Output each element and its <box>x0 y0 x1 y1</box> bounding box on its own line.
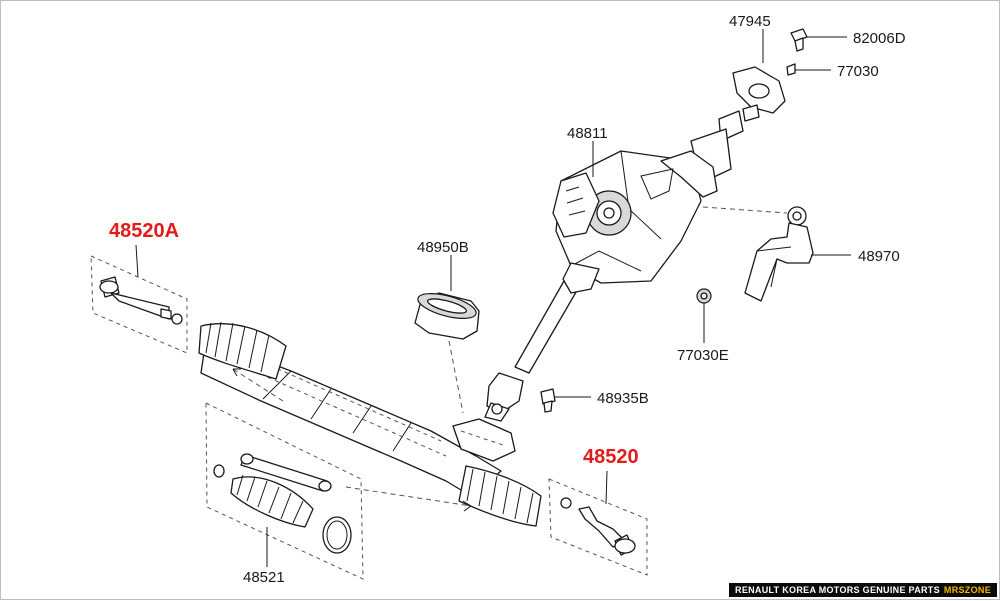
bracket-guide-line <box>702 206 788 214</box>
grommet-48950B[interactable] <box>414 289 480 340</box>
boot-clamp[interactable] <box>322 516 352 554</box>
label-48811[interactable]: 48811 <box>567 125 608 142</box>
inner-tie-rod-48521[interactable] <box>240 453 332 492</box>
boot-guide-upper <box>232 368 284 402</box>
intermediate-shaft[interactable] <box>484 280 580 422</box>
tie-rod-end-48520A[interactable] <box>99 276 183 325</box>
label-48520[interactable]: 48520 <box>583 446 639 468</box>
grommet-guide-line <box>448 340 464 414</box>
pin-77030[interactable] <box>786 63 796 76</box>
label-48521[interactable]: 48521 <box>243 569 285 586</box>
small-clamp[interactable] <box>213 464 225 478</box>
boot-kit-group <box>205 402 364 580</box>
boot-guide-lower <box>345 486 472 507</box>
label-48950B[interactable]: 48950B <box>417 239 469 256</box>
mount-plate-47945[interactable] <box>732 66 786 122</box>
grommet-seat <box>452 418 516 462</box>
bracket-48970[interactable] <box>744 206 814 302</box>
label-48935B[interactable]: 48935B <box>597 390 649 407</box>
label-82006D[interactable]: 82006D <box>853 30 906 47</box>
left-rack-boot[interactable] <box>198 321 287 380</box>
leader-48520 <box>605 470 608 505</box>
arrow-head-upper <box>232 368 241 377</box>
bolt-48935B[interactable] <box>540 388 556 413</box>
tie-rod-group-left <box>90 255 188 354</box>
footer-brand: MRSZONE <box>943 585 991 595</box>
label-48970[interactable]: 48970 <box>858 248 900 265</box>
right-rack-boot[interactable] <box>458 465 542 527</box>
rack-boot-48521[interactable] <box>230 474 314 528</box>
label-77030[interactable]: 77030 <box>837 63 879 80</box>
steering-column-48811[interactable] <box>552 110 744 294</box>
bolt-82006D[interactable] <box>790 28 808 52</box>
leader-48520A <box>135 244 139 278</box>
tie-rod-group-right <box>548 478 648 576</box>
tie-rod-end-48520[interactable] <box>560 497 636 556</box>
label-77030E[interactable]: 77030E <box>677 347 729 364</box>
footer-text: RENAULT KOREA MOTORS GENUINE PARTS <box>735 585 940 595</box>
arrow-head-lower <box>462 500 472 512</box>
nut-77030E[interactable] <box>696 288 712 304</box>
label-48520A[interactable]: 48520A <box>109 220 179 242</box>
label-47945[interactable]: 47945 <box>729 13 771 30</box>
